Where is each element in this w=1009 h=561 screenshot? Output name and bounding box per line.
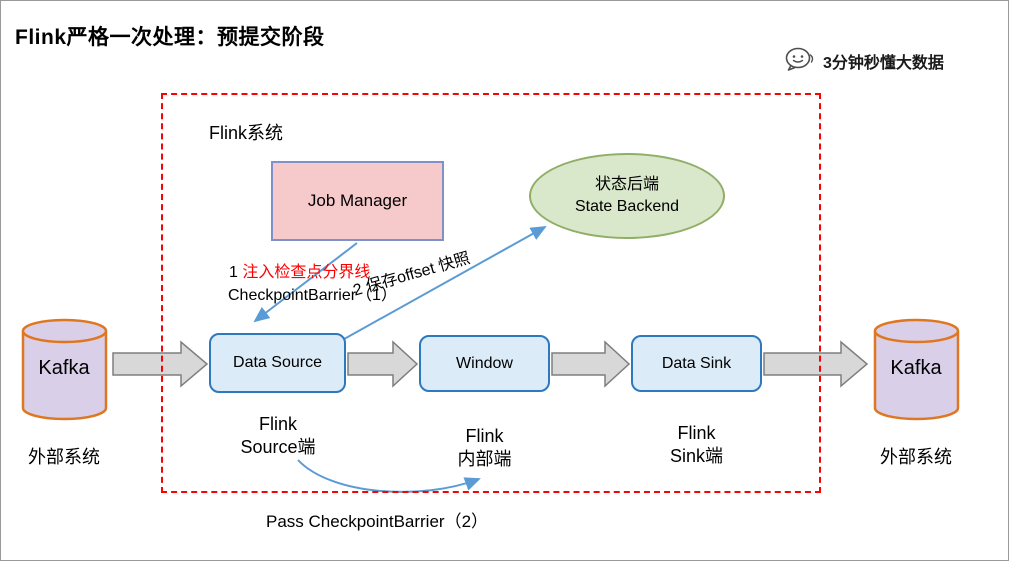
window-node: Window	[419, 335, 550, 392]
caption-flink-source: Flink Source端	[214, 413, 342, 458]
caption-flink-sink-line1: Flink	[677, 423, 716, 443]
kafka-left-cylinder	[21, 318, 108, 421]
wechat-icon	[785, 47, 814, 71]
job-manager-label: Job Manager	[307, 191, 408, 210]
save-offset-arrow	[336, 226, 547, 344]
kafka-right-cylinder	[873, 318, 960, 421]
caption-flink-source-line2: Source端	[240, 436, 316, 457]
caption-flink-sink: Flink Sink端	[631, 422, 762, 467]
kafka-right-label: Kafka	[890, 357, 942, 379]
data-source-node: Data Source	[209, 333, 346, 393]
external-system-left-label: 外部系统	[28, 447, 100, 467]
step1-subtext: CheckpointBarrier（1）	[228, 287, 397, 304]
data-source-label: Data Source	[233, 354, 322, 371]
caption-flink-sink-line2: Sink端	[669, 445, 723, 466]
step1-annotation: 1 注入检查点分界线	[229, 258, 370, 282]
caption-flink-internal-line2: 内部端	[457, 448, 512, 469]
flow-arrow-kafka-to-source	[112, 340, 209, 388]
pass-barrier-arrow	[297, 459, 481, 493]
inject-barrier-arrow	[253, 242, 358, 323]
caption-flink-internal-line1: Flink	[465, 426, 504, 446]
kafka-left-label: Kafka	[38, 357, 90, 379]
page-title: Flink严格一次处理：预提交阶段	[15, 26, 325, 49]
state-backend-line1: 状态后端	[594, 176, 659, 194]
caption-flink-internal: Flink 内部端	[419, 425, 550, 470]
state-backend-ellipse: 状态后端 State Backend	[529, 153, 725, 239]
step1-text: 注入检查点分界线	[242, 264, 371, 281]
job-manager-box: Job Manager	[271, 161, 444, 241]
flow-arrow-sink-to-kafka	[763, 340, 869, 388]
brand: 3分钟秒懂大数据	[784, 47, 944, 74]
pass-barrier-label: Pass CheckpointBarrier（2）	[266, 512, 489, 531]
external-system-right-label: 外部系统	[880, 447, 952, 467]
flink-system-boundary	[161, 93, 821, 493]
flow-arrow-window-to-sink	[551, 340, 631, 388]
data-sink-node: Data Sink	[631, 335, 762, 392]
brand-label: 3分钟秒懂大数据	[823, 54, 944, 72]
state-backend-line2: State Backend	[574, 198, 680, 215]
flow-arrow-source-to-window	[347, 340, 419, 388]
step1-number: 1	[229, 264, 238, 281]
caption-flink-source-line1: Flink	[258, 414, 297, 434]
flink-system-label: Flink系统	[209, 123, 284, 143]
window-label: Window	[456, 354, 513, 372]
data-sink-label: Data Sink	[661, 354, 732, 372]
